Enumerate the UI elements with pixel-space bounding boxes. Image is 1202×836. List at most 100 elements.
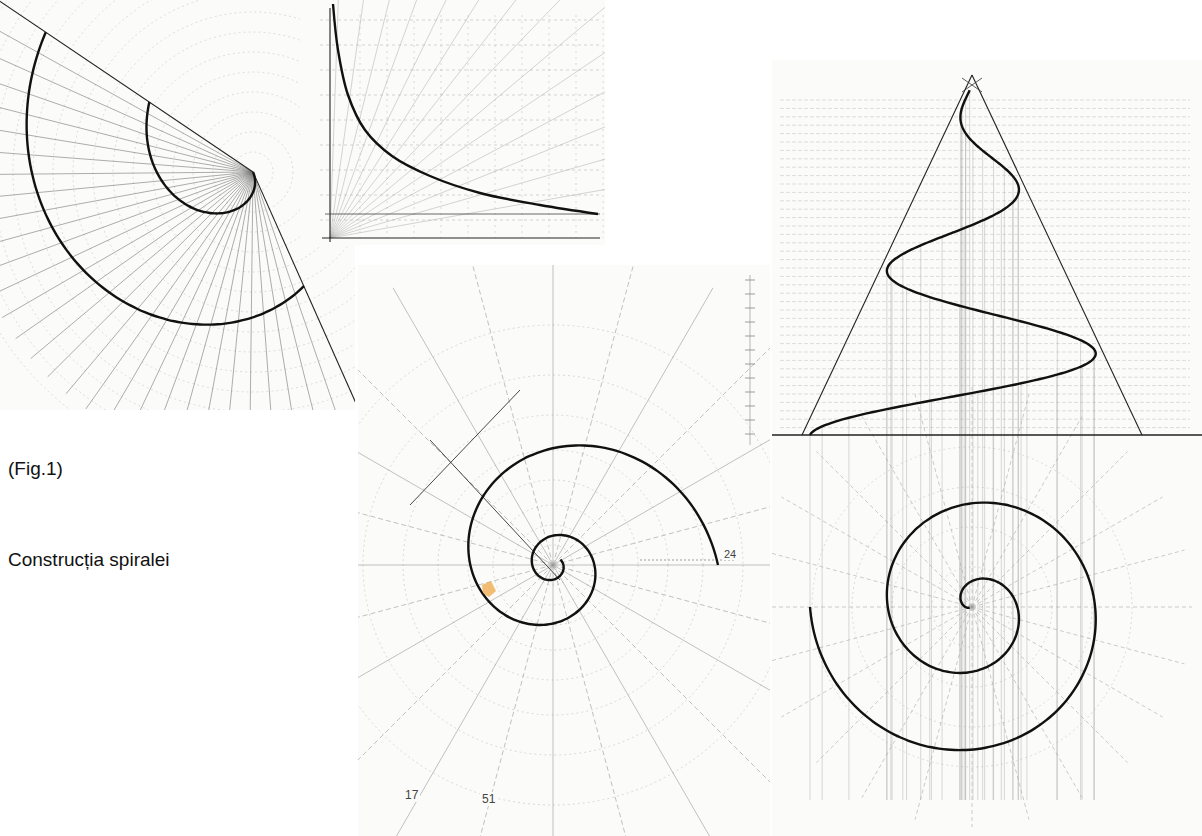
callout-number: 24 xyxy=(722,548,738,560)
paper-sheet xyxy=(358,265,770,836)
construction-line xyxy=(780,142,1190,143)
construction-line xyxy=(358,339,553,565)
construction-line xyxy=(553,565,770,648)
construction-line xyxy=(906,288,907,800)
construction-line xyxy=(972,387,973,607)
construction-line xyxy=(780,385,1190,386)
construction-line xyxy=(358,565,553,725)
construction-line xyxy=(320,70,600,71)
construction-line xyxy=(780,108,1190,109)
construction-line xyxy=(1057,332,1058,800)
construction-line xyxy=(1026,323,1027,800)
construction-line xyxy=(253,172,275,410)
construction-line xyxy=(0,172,253,175)
spiral-curve xyxy=(810,503,1096,751)
construction-line xyxy=(200,172,253,410)
construction-line xyxy=(330,169,605,238)
construction-line xyxy=(0,0,253,172)
construction-line xyxy=(320,195,600,196)
construction-line xyxy=(780,343,1190,344)
construction-line xyxy=(330,0,576,238)
construction-line xyxy=(780,217,1190,218)
construction-line xyxy=(972,497,1163,607)
construction-line xyxy=(1093,349,1094,800)
construction-line xyxy=(0,150,253,172)
construction-line xyxy=(780,251,1190,252)
construction-line xyxy=(330,0,467,238)
construction-line xyxy=(920,245,921,800)
construction-line xyxy=(780,242,1190,243)
construction-line xyxy=(553,565,713,836)
caption-text: Construcția spiralei xyxy=(8,549,170,571)
construction-line xyxy=(984,220,985,800)
construction-line xyxy=(576,15,577,238)
figure-label: (Fig.1) xyxy=(8,458,63,480)
construction-line xyxy=(330,0,605,238)
construction-line xyxy=(960,116,961,800)
construction-line xyxy=(0,172,253,295)
construction-line xyxy=(772,434,1202,435)
construction-line xyxy=(993,159,994,800)
construction-line xyxy=(915,607,972,820)
highlight-mark xyxy=(482,581,496,597)
construction-line xyxy=(414,15,415,238)
construction-line xyxy=(330,0,542,238)
construction-line xyxy=(1001,211,1002,800)
construction-line xyxy=(320,95,600,96)
construction-line xyxy=(320,120,600,121)
construction-line xyxy=(358,565,553,648)
construction-line xyxy=(322,237,600,238)
construction-line xyxy=(66,172,253,394)
construction-line xyxy=(330,0,505,238)
construction-line xyxy=(848,418,849,800)
construction-line xyxy=(862,607,972,798)
construction-line xyxy=(780,368,1190,369)
construction-line xyxy=(360,15,361,238)
construction-line xyxy=(780,125,1190,126)
construction-line xyxy=(393,288,553,565)
construction-line xyxy=(969,90,970,800)
construction-line xyxy=(972,142,973,800)
construction-line xyxy=(780,427,1190,428)
construction-line xyxy=(780,200,1190,201)
construction-line xyxy=(553,565,770,791)
construction-line xyxy=(549,15,550,238)
construction-line xyxy=(320,20,600,21)
construction-line xyxy=(780,268,1190,269)
construction-line xyxy=(962,78,982,92)
construction-line xyxy=(358,482,553,565)
construction-line xyxy=(470,265,553,565)
construction-line xyxy=(862,416,972,607)
construction-line xyxy=(553,565,554,836)
construction-line xyxy=(780,167,1190,168)
construction-line xyxy=(250,172,253,410)
construction-line xyxy=(892,280,893,800)
construction-line xyxy=(886,271,887,800)
construction-line xyxy=(972,607,1029,820)
construction-line xyxy=(780,284,1190,285)
construction-line xyxy=(929,297,930,800)
construction-line xyxy=(972,394,1029,607)
construction-line xyxy=(915,394,972,607)
construction-line xyxy=(780,335,1190,336)
construction-line xyxy=(931,401,932,800)
construction-line xyxy=(320,170,600,171)
construction-line xyxy=(780,276,1190,277)
construction-line xyxy=(2,172,253,318)
construction-line xyxy=(780,377,1190,378)
construction-line xyxy=(780,158,1190,159)
construction-line xyxy=(0,172,253,249)
construction-line xyxy=(982,151,983,800)
construction-line xyxy=(16,172,253,339)
construction-line xyxy=(1013,176,1014,800)
construction-line xyxy=(176,172,253,410)
construction-line xyxy=(48,172,253,377)
construction-line xyxy=(329,8,330,242)
construction-line xyxy=(890,263,891,800)
construction-line xyxy=(0,53,253,172)
construction-line xyxy=(972,75,1142,435)
construction-line xyxy=(962,78,982,92)
spiral-curve xyxy=(810,90,1096,435)
paper-sheet xyxy=(772,60,1202,836)
